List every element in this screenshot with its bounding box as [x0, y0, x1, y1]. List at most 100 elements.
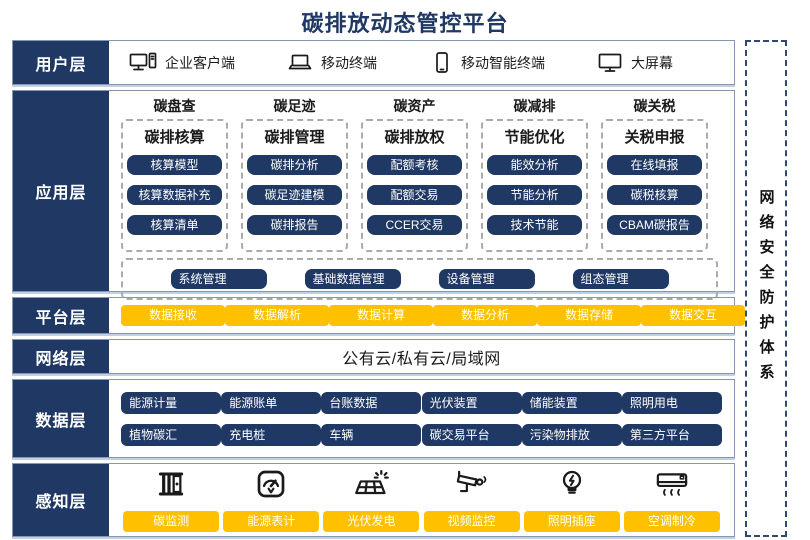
app-item: 碳足迹建模	[247, 185, 342, 205]
app-item: 碳排分析	[247, 155, 342, 175]
column-title: 碳减排	[513, 98, 556, 114]
user-layer-label: 用户层	[13, 41, 109, 84]
column-box: 碳排放权 配额考核 配额交易 CCER交易	[361, 119, 468, 252]
column-title: 碳足迹	[273, 98, 316, 114]
data-item: 照明用电	[621, 391, 722, 414]
security-band-label: 网络安全防护体系	[757, 188, 775, 389]
sense-label: 空调制冷	[623, 511, 720, 532]
platform-item: 数据分析	[433, 305, 537, 326]
sense-label: 照明插座	[523, 511, 620, 532]
app-item: 核算数据补充	[127, 185, 222, 205]
column-title: 碳资产	[393, 98, 436, 114]
sense-label: 能源表计	[223, 511, 320, 532]
data-item: 光伏装置	[421, 391, 522, 414]
column-box: 碳排管理 碳排分析 碳足迹建模 碳排报告	[241, 119, 348, 252]
data-item: 车辆	[321, 423, 422, 446]
app-item: 核算模型	[127, 155, 222, 175]
energy-meter-icon	[254, 468, 288, 505]
data-item: 台账数据	[321, 391, 422, 414]
column-subtitle: 节能优化	[504, 129, 565, 146]
platform-item: 数据存储	[537, 305, 641, 326]
network-layer-row: 网络层 公有云/私有云/局域网	[12, 339, 735, 374]
sense-carbon-monitor: 碳监测	[123, 468, 220, 532]
data-item: 充电桩	[221, 423, 322, 446]
device-label: 大屏幕	[631, 54, 673, 71]
device-enterprise-client: 企业客户端	[129, 51, 235, 75]
platform-layer-label: 平台层	[13, 298, 109, 333]
perception-layer-label: 感知层	[13, 464, 109, 536]
device-label: 企业客户端	[165, 54, 235, 71]
data-item: 第三方平台	[621, 423, 722, 446]
app-item: 技术节能	[487, 215, 582, 235]
management-item: 系统管理	[170, 269, 267, 289]
light-socket-icon	[555, 468, 589, 505]
management-box: 系统管理 基础数据管理 设备管理 组态管理	[121, 258, 718, 300]
perception-layer-row: 感知层 碳监测 能源表计	[12, 463, 735, 537]
app-column-carbon-reduction: 碳减排 节能优化 能效分析 节能分析 技术节能	[481, 96, 588, 252]
desktop-pc-icon	[129, 51, 157, 75]
column-box: 碳排核算 核算模型 核算数据补充 核算清单	[121, 119, 228, 252]
column-subtitle: 碳排核算	[144, 129, 205, 146]
device-smart-mobile: 移动智能终端	[429, 51, 545, 75]
user-layer-content: 企业客户端 移动终端 移动智能终端	[109, 41, 734, 84]
device-label: 移动终端	[321, 54, 377, 71]
data-layer-content: 能源计量 能源账单 台账数据 光伏装置 储能装置 照明用电 植物碳汇 充电桩 车…	[109, 380, 734, 457]
management-item: 组态管理	[572, 269, 669, 289]
network-layer-label: 网络层	[13, 340, 109, 373]
sense-lighting-socket: 照明插座	[523, 468, 620, 532]
perception-layer-content: 碳监测 能源表计 光伏发电	[109, 464, 734, 536]
app-item: 能效分析	[487, 155, 582, 175]
page-title: 碳排放动态管控平台	[301, 11, 509, 36]
big-screen-icon	[597, 51, 623, 75]
app-column-carbon-asset: 碳资产 碳排放权 配额考核 配额交易 CCER交易	[361, 96, 468, 252]
application-columns: 碳盘查 碳排核算 核算模型 核算数据补充 核算清单 碳足迹 碳排管理 碳排分析	[121, 96, 718, 252]
column-box: 关税申报 在线填报 碳税核算 CBAM碳报告	[601, 119, 708, 252]
app-item: 配额交易	[367, 185, 462, 205]
cctv-camera-icon	[454, 468, 490, 505]
data-layer-row: 数据层 能源计量 能源账单 台账数据 光伏装置 储能装置 照明用电 植物碳汇 充…	[12, 379, 735, 458]
column-subtitle: 碳排管理	[264, 129, 325, 146]
network-layer-content: 公有云/私有云/局域网	[342, 350, 501, 368]
app-item: 节能分析	[487, 185, 582, 205]
device-big-screen: 大屏幕	[597, 51, 673, 75]
app-item: CCER交易	[367, 215, 462, 235]
app-column-carbon-footprint: 碳足迹 碳排管理 碳排分析 碳足迹建模 碳排报告	[241, 96, 348, 252]
laptop-icon	[287, 51, 313, 75]
column-title: 碳关税	[633, 98, 676, 114]
column-subtitle: 碳排放权	[384, 129, 445, 146]
application-layer-row: 应用层 碳盘查 碳排核算 核算模型 核算数据补充 核算清单 碳足迹	[12, 90, 735, 300]
platform-item: 数据解析	[225, 305, 329, 326]
user-layer-row: 用户层 企业客户端 移动终端	[12, 40, 735, 85]
sense-label: 视频监控	[423, 511, 520, 532]
sense-solar-power: 光伏发电	[323, 468, 420, 532]
data-item: 碳交易平台	[421, 423, 522, 446]
sense-energy-meter: 能源表计	[223, 468, 320, 532]
air-conditioner-icon	[654, 468, 690, 505]
platform-layer-content: 数据接收 数据解析 数据计算 数据分析 数据存储 数据交互	[109, 298, 757, 333]
data-layer-label: 数据层	[13, 380, 109, 457]
platform-item: 数据计算	[329, 305, 433, 326]
device-mobile-terminal: 移动终端	[287, 51, 377, 75]
column-subtitle: 关税申报	[624, 129, 685, 146]
sense-video-surveillance: 视频监控	[423, 468, 520, 532]
app-item: 配额考核	[367, 155, 462, 175]
data-item: 污染物排放	[521, 423, 622, 446]
sense-label: 光伏发电	[323, 511, 420, 532]
smartphone-icon	[429, 51, 453, 75]
application-layer-label: 应用层	[13, 91, 109, 291]
sense-air-conditioning: 空调制冷	[623, 468, 720, 532]
app-item: 碳排报告	[247, 215, 342, 235]
column-box: 节能优化 能效分析 节能分析 技术节能	[481, 119, 588, 252]
app-item: CBAM碳报告	[607, 215, 702, 235]
app-item: 碳税核算	[607, 185, 702, 205]
management-item: 基础数据管理	[304, 269, 401, 289]
app-column-carbon-tariff: 碳关税 关税申报 在线填报 碳税核算 CBAM碳报告	[601, 96, 708, 252]
column-title: 碳盘查	[153, 98, 196, 114]
platform-layer-row: 平台层 数据接收 数据解析 数据计算 数据分析 数据存储 数据交互	[12, 297, 745, 334]
data-item: 储能装置	[521, 391, 622, 414]
platform-item: 数据接收	[121, 305, 225, 326]
data-item: 能源账单	[221, 391, 322, 414]
carbon-monitor-icon	[154, 468, 188, 505]
management-item: 设备管理	[438, 269, 535, 289]
